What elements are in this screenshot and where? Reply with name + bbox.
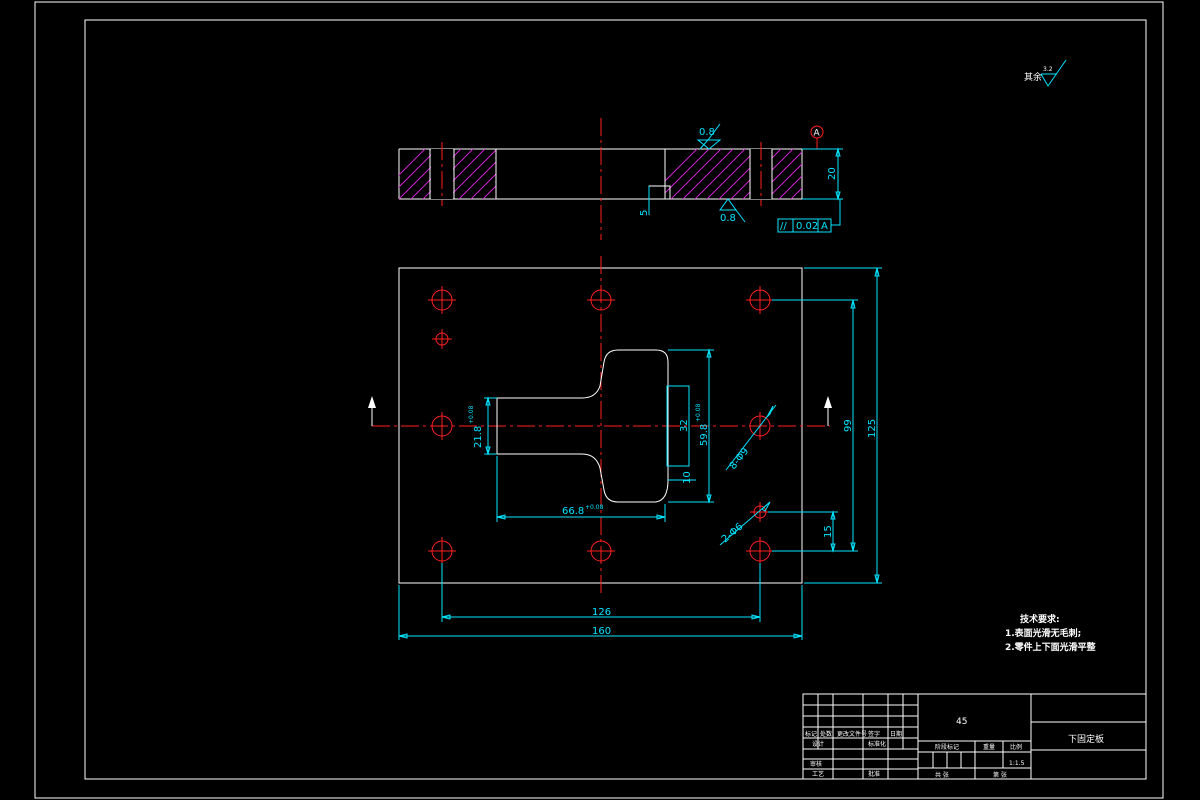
bolt-hole: [746, 537, 774, 565]
label-mark: 标记: [805, 730, 817, 738]
general-roughness-note: 其余 3.2: [1024, 59, 1067, 87]
section-view: 0.8 0.8 A 20 5 // 0.02 A: [398, 118, 843, 240]
tech-req-item-2: 2.零件上下面光滑平整: [1005, 641, 1096, 653]
label-weight: 重量: [983, 743, 995, 751]
scale-value: 1:1.5: [1009, 760, 1025, 767]
label-sheet-total: 共 张: [935, 771, 949, 779]
roughness-symbol-icon: [1040, 59, 1067, 87]
parallelism-tolerance-frame: // 0.02 A: [777, 199, 841, 233]
label-standardize: 标准化: [868, 740, 886, 748]
bolt-hole: [428, 537, 456, 565]
hole-spacing-x-dimension: 126: [592, 607, 611, 618]
roughness-bottom-value: 0.8: [720, 213, 736, 224]
label-count: 处数: [820, 730, 832, 738]
width-overall-dimension: 160: [592, 626, 611, 637]
small-10-dimension: 10: [682, 471, 693, 484]
hole-spacing-y-dimension: 99: [843, 419, 854, 432]
roughness-note-value: 3.2: [1043, 66, 1053, 73]
bolt-hole: [428, 286, 456, 314]
tech-req-item-1: 1.表面光滑无毛刺;: [1005, 627, 1081, 639]
label-ratio: 比例: [1010, 743, 1022, 751]
title-block: 标记 处数 更改文件号 签字 日期 设计 标准化 审核 工艺 批准 45 阶段标…: [802, 693, 1147, 780]
head-height-tolerance: +0.08: [695, 403, 702, 422]
slot-width-tolerance: +0.08: [468, 405, 475, 424]
label-approve: 批准: [868, 770, 880, 778]
label-signature: 签字: [868, 730, 880, 738]
parallelism-datum: A: [821, 221, 828, 232]
inner-32-dimension: 32: [679, 419, 690, 432]
profile-length-tolerance: +0.08: [585, 504, 604, 511]
head-height-dimension: 59.8: [699, 424, 710, 446]
profile-length-dimension: 66.8: [562, 506, 584, 517]
bolt-hole: [587, 289, 615, 311]
label-date: 日期: [890, 730, 902, 738]
label-process: 工艺: [812, 770, 824, 778]
pin-hole: [432, 329, 452, 349]
material-value: 45: [956, 717, 967, 727]
holes-2-callout: 2-Φ6: [720, 521, 746, 545]
label-zone: 更改文件号: [837, 730, 867, 738]
sheet-outer-border: [34, 1, 1164, 799]
datum-a-label: A: [814, 129, 821, 139]
tech-req-title: 技术要求:: [1020, 613, 1060, 625]
height-overall-dimension: 125: [867, 419, 878, 438]
parallelism-tolerance: 0.02: [796, 221, 818, 232]
label-sheet-no: 第 张: [993, 771, 1007, 779]
roughness-note-label: 其余: [1024, 71, 1042, 83]
roughness-bottom-icon: [719, 198, 746, 223]
label-stage-mark: 阶段标记: [935, 743, 959, 751]
pin-hole: [750, 502, 770, 522]
bolt-hole: [746, 286, 774, 314]
sheet-inner-frame: [84, 19, 1147, 780]
part-name: 下固定板: [1068, 733, 1104, 745]
slot-width-dimension: 21.8: [473, 426, 484, 448]
bolt-holes: [428, 286, 774, 565]
technical-requirements: 技术要求: 1.表面光滑无毛刺; 2.零件上下面光滑平整: [1005, 613, 1096, 653]
label-design: 设计: [812, 740, 824, 748]
bolt-hole: [431, 412, 453, 440]
pocket-depth-dimension: 5: [639, 210, 650, 216]
parallelism-symbol: //: [780, 221, 787, 232]
thickness-dimension: 20: [827, 167, 838, 180]
plan-view: 126 160 125 99 15 21.8 +0.08 59.8 +: [368, 256, 882, 640]
roughness-top-value: 0.8: [699, 127, 715, 138]
label-review: 审核: [810, 760, 822, 768]
holes-8-callout: 8-Φ9: [728, 446, 752, 472]
pin-offset-dimension: 15: [823, 525, 834, 538]
bolt-hole: [587, 540, 615, 562]
